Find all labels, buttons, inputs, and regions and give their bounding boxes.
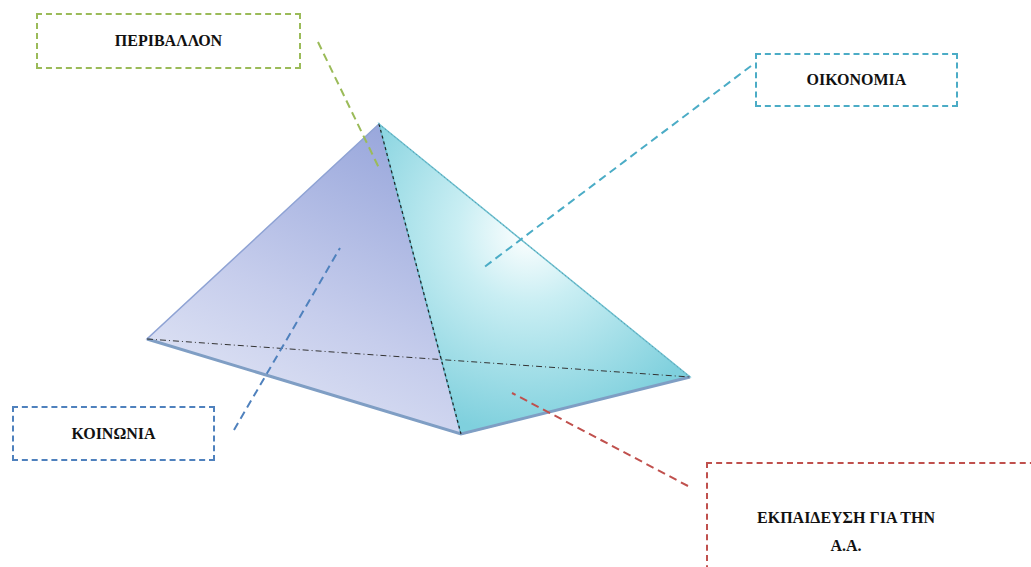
label-box: ΟΙΚΟΝΟΜΙΑ — [755, 53, 958, 107]
right-edge — [379, 124, 690, 377]
leader-line — [483, 66, 751, 268]
leader-line — [512, 393, 688, 486]
label-box: ΕΚΠΑΙΔΕΥΣΗ ΓΙΑ ΤΗΝ Α.Α. — [706, 462, 1031, 567]
leader-line — [234, 248, 340, 430]
hidden-edge — [147, 339, 690, 377]
node-label: ΕΚΠΑΙΔΕΥΣΗ ΓΙΑ ΤΗΝ Α.Α. — [757, 504, 935, 560]
base-edge — [147, 339, 690, 434]
node-label: ΠΕΡΙΒΑΛΛΟΝ — [48, 27, 289, 55]
node-label: ΚΟΙΝΩΝΙΑ — [24, 420, 203, 448]
front-edge — [379, 124, 461, 434]
node-label: ΟΙΚΟΝΟΜΙΑ — [767, 66, 946, 94]
label-box: ΠΕΡΙΒΑΛΛΟΝ — [36, 13, 301, 69]
label-box: ΚΟΙΝΩΝΙΑ — [12, 406, 215, 461]
leader-line — [318, 42, 379, 168]
